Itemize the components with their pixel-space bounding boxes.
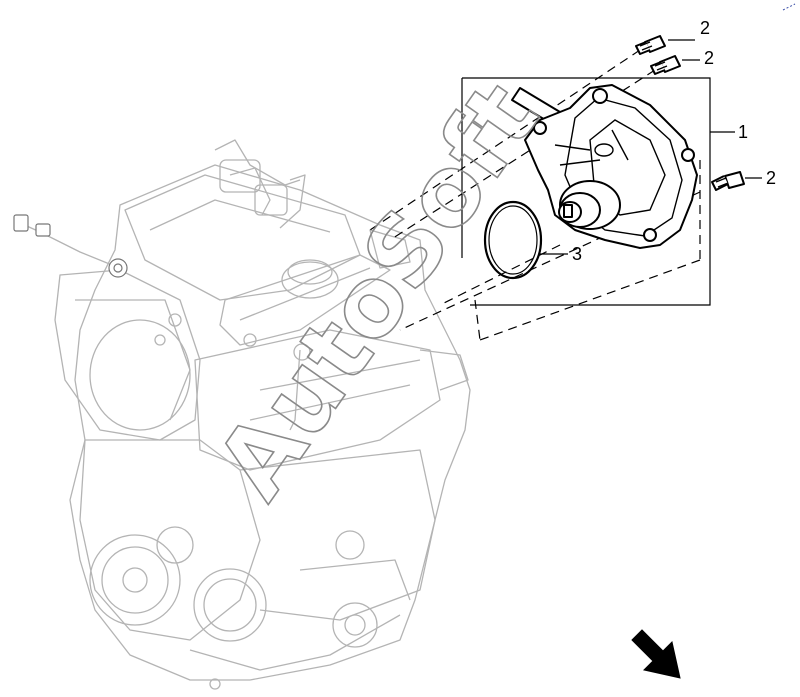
o-ring-seal-part (483, 200, 543, 280)
bolt-upper-part (635, 35, 666, 55)
callout-part-2-middle: 2 (704, 48, 714, 68)
vacuum-pump-part (511, 84, 698, 249)
engine-block-illustration (54, 139, 471, 690)
callout-part-1: 1 (738, 122, 748, 142)
bolt-middle-part (650, 55, 681, 75)
callout-part-2-right: 2 (766, 168, 776, 188)
watermark-text: AutoSoft (195, 63, 560, 518)
callout-part-3: 3 (572, 244, 582, 264)
callout-part-2-upper: 2 (700, 18, 710, 38)
sensor-cable-illustration (13, 214, 128, 278)
callout-leaders (540, 39, 762, 255)
bolt-right-part (711, 171, 745, 191)
corner-mark (782, 3, 796, 11)
arrow-down-right-icon (631, 629, 681, 679)
